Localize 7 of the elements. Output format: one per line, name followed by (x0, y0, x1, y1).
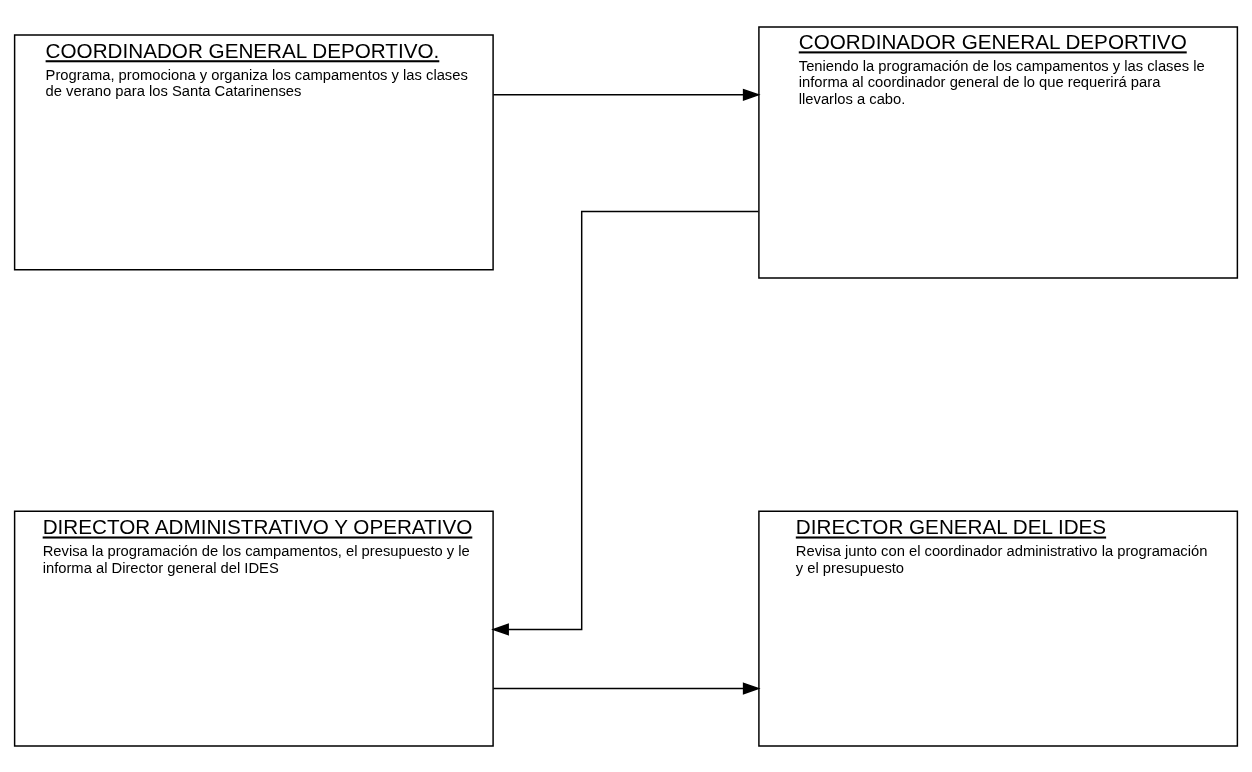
node-box: COORDINADOR GENERAL DEPORTIVO. Programa, promociona y organiza los campamentos y las clases de verano para los Santa Catarinenses (13, 33, 494, 271)
arrow (491, 210, 760, 636)
arrow (492, 681, 761, 695)
node-box: COORDINADOR GENERAL DEPORTIVO Teniendo la programación de los campamentos y las clases le informa al coordinador general de lo que requerirá para llevarlos a cabo. (758, 25, 1239, 279)
arrow (492, 88, 761, 101)
node-box: DIRECTOR ADMINISTRATIVO Y OPERATIVO Revisa la programación de los campamentos, el presupuesto y le informa al Director general del IDES (13, 510, 494, 747)
node-box: DIRECTOR GENERAL DEL IDES Revisa junto con el coordinador administrativo la programación y el presupuesto (758, 510, 1239, 747)
